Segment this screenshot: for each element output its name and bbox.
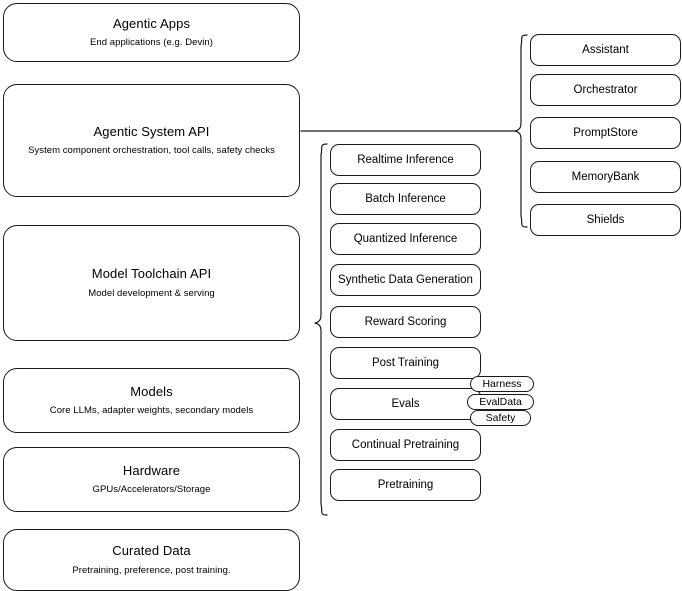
bracket-system-components [514,34,528,228]
layer-subtitle: Model development & serving [88,287,215,299]
component-label: Orchestrator [573,83,638,96]
component-label: PromptStore [573,126,638,139]
layer-hardware[interactable]: Hardware GPUs/Accelerators/Storage [3,447,300,512]
capability-synthetic-data-generation[interactable]: Synthetic Data Generation [330,264,481,296]
layer-subtitle: GPUs/Accelerators/Storage [92,484,211,496]
capability-reward-scoring[interactable]: Reward Scoring [330,306,481,338]
capability-batch-inference[interactable]: Batch Inference [330,183,481,215]
layer-model-toolchain-api[interactable]: Model Toolchain API Model development & … [3,225,300,341]
layer-subtitle: System component orchestration, tool cal… [28,145,275,157]
layer-title: Models [130,383,173,399]
bracket-toolchain-capabilities [314,143,328,516]
component-label: MemoryBank [571,170,640,183]
layer-models[interactable]: Models Core LLMs, adapter weights, secon… [3,368,300,433]
capability-label: Post Training [371,356,440,369]
capability-evals[interactable]: Evals [330,388,481,420]
capability-quantized-inference[interactable]: Quantized Inference [330,223,481,255]
eval-badge-label: Harness [482,377,522,390]
layer-subtitle: Pretraining, preference, post training. [72,564,231,576]
eval-badge-evaldata[interactable]: EvalData [467,394,534,410]
component-orchestrator[interactable]: Orchestrator [530,74,681,106]
component-memorybank[interactable]: MemoryBank [530,161,681,193]
eval-badge-harness[interactable]: Harness [470,376,534,392]
layer-title: Model Toolchain API [91,266,212,282]
layer-title: Hardware [122,462,181,478]
layer-subtitle: Core LLMs, adapter weights, secondary mo… [49,405,254,417]
eval-badge-label: Safety [485,411,516,424]
layer-title: Agentic Apps [112,15,191,31]
eval-badge-safety[interactable]: Safety [470,410,531,426]
layer-title: Agentic System API [93,123,210,139]
layer-agentic-system-api[interactable]: Agentic System API System component orch… [3,84,300,197]
layer-agentic-apps[interactable]: Agentic Apps End applications (e.g. Devi… [3,3,300,62]
capability-label: Continual Pretraining [351,438,460,451]
capability-label: Batch Inference [365,192,446,205]
layer-subtitle: End applications (e.g. Devin) [90,37,213,49]
capability-continual-pretraining[interactable]: Continual Pretraining [330,429,481,461]
component-label: Shields [586,213,625,226]
layer-title: Curated Data [112,543,191,559]
capability-label: Quantized Inference [353,232,458,245]
capability-label: Reward Scoring [364,315,447,328]
capability-label: Synthetic Data Generation [338,273,473,286]
capability-realtime-inference[interactable]: Realtime Inference [330,144,481,176]
eval-badge-label: EvalData [479,395,522,408]
component-assistant[interactable]: Assistant [530,34,681,66]
capability-label: Realtime Inference [357,153,454,166]
capability-pretraining[interactable]: Pretraining [330,469,481,501]
component-promptstore[interactable]: PromptStore [530,117,681,149]
component-shields[interactable]: Shields [530,204,681,236]
capability-label: Evals [391,397,420,410]
capability-label: Pretraining [377,478,434,491]
component-label: Assistant [582,43,629,56]
capability-post-training[interactable]: Post Training [330,347,481,379]
layer-curated-data[interactable]: Curated Data Pretraining, preference, po… [3,529,300,591]
